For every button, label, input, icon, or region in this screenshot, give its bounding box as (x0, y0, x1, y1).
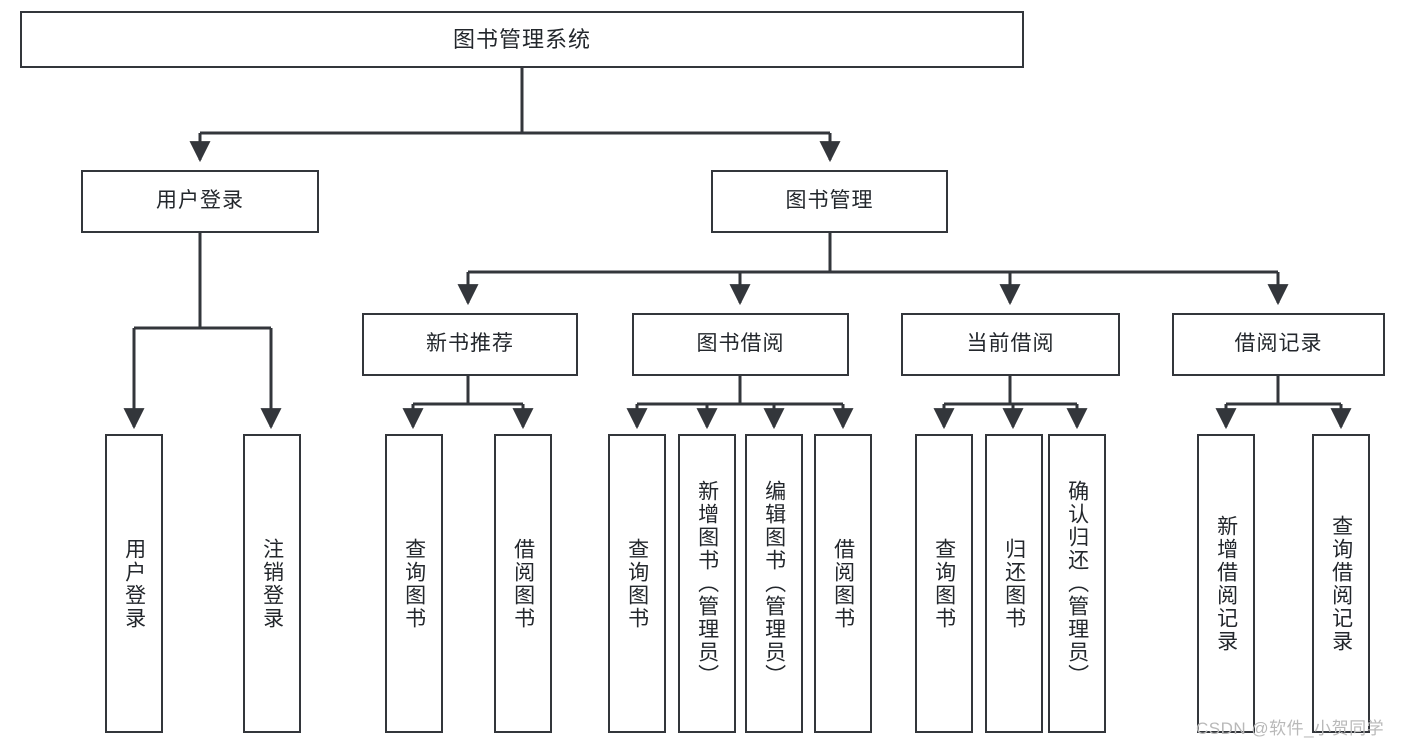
node-label: 新书推荐 (426, 332, 514, 356)
node-label: 图书管理系统 (452, 26, 591, 52)
node-label: 当前借阅 (966, 332, 1055, 356)
node-label: 借阅图书 (511, 537, 535, 630)
node-label: 查询图书 (932, 537, 956, 630)
node-label: 借阅记录 (1234, 332, 1323, 356)
node-root-system[interactable]: 图书管理系统 (20, 11, 1024, 68)
node-user-login[interactable]: 用户登录 (81, 170, 319, 233)
leaf-edit-book-admin[interactable]: 编辑图书（管理员） (745, 434, 803, 733)
leaf-add-borrow-record[interactable]: 新增借阅记录 (1197, 434, 1255, 733)
node-label: 编辑图书（管理员） (762, 480, 786, 687)
node-book-management[interactable]: 图书管理 (711, 170, 948, 233)
node-label: 新增图书（管理员） (695, 480, 719, 687)
leaf-user-login[interactable]: 用户登录 (105, 434, 163, 733)
node-label: 查询图书 (625, 537, 649, 630)
node-label: 用户登录 (156, 189, 244, 213)
leaf-borrow-book[interactable]: 借阅图书 (814, 434, 872, 733)
leaf-logout[interactable]: 注销登录 (243, 434, 301, 733)
node-new-book-recommend[interactable]: 新书推荐 (362, 313, 578, 376)
leaf-add-book-admin[interactable]: 新增图书（管理员） (678, 434, 736, 733)
leaf-borrow-book-recommend[interactable]: 借阅图书 (494, 434, 552, 733)
leaf-confirm-return-admin[interactable]: 确认归还（管理员） (1048, 434, 1106, 733)
node-label: 注销登录 (260, 537, 284, 630)
node-label: 确认归还（管理员） (1065, 480, 1089, 687)
node-label: 借阅图书 (831, 537, 855, 630)
node-book-borrow[interactable]: 图书借阅 (632, 313, 849, 376)
leaf-query-book-current[interactable]: 查询图书 (915, 434, 973, 733)
node-label: 用户登录 (122, 537, 146, 630)
node-current-borrow[interactable]: 当前借阅 (901, 313, 1120, 376)
node-label: 新增借阅记录 (1214, 514, 1238, 653)
node-borrow-records[interactable]: 借阅记录 (1172, 313, 1385, 376)
csdn-watermark: CSDN @软件_小贺同学 (1196, 719, 1385, 738)
leaf-query-book-borrow[interactable]: 查询图书 (608, 434, 666, 733)
node-label: 图书借阅 (696, 332, 785, 356)
leaf-query-borrow-record[interactable]: 查询借阅记录 (1312, 434, 1370, 733)
node-label: 归还图书 (1002, 537, 1026, 630)
node-label: 查询图书 (402, 537, 426, 630)
node-label: 图书管理 (785, 189, 874, 213)
leaf-return-book[interactable]: 归还图书 (985, 434, 1043, 733)
leaf-query-book-recommend[interactable]: 查询图书 (385, 434, 443, 733)
node-label: 查询借阅记录 (1329, 514, 1353, 653)
